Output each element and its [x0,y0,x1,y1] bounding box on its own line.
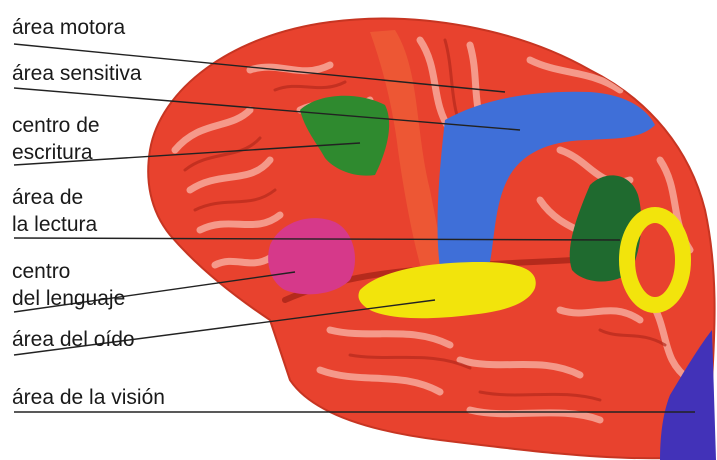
label-writing-center: centro de escritura [12,112,100,166]
label-reading-area: área de la lectura [12,184,97,238]
label-language-center: centro del lenguaje [12,258,125,312]
label-vision-area: área de la visión [12,384,165,411]
label-sensory-area: área sensitiva [12,60,142,87]
label-hearing-area: área del oído [12,326,135,353]
label-motor-area: área motora [12,14,125,41]
